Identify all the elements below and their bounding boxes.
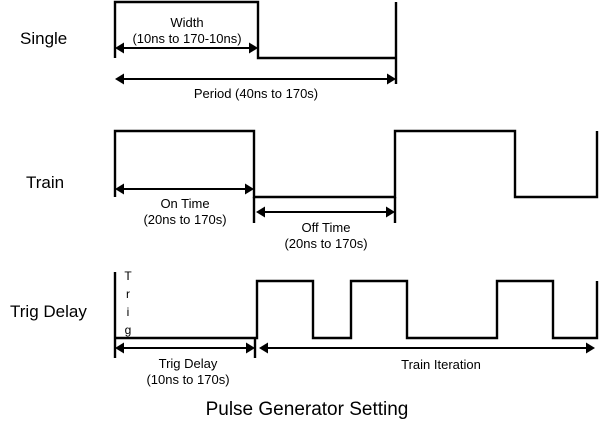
- dimension-arrow-off-time-head-left: [256, 206, 265, 218]
- dimension-range-off-time: (20ns to 170s): [284, 236, 367, 251]
- dimension-arrow-width: [115, 42, 258, 54]
- row-label-train: Train: [26, 173, 64, 192]
- dimension-label-trig-delay-span: Trig Delay: [159, 356, 218, 371]
- dimension-arrow-on-time: [115, 183, 254, 195]
- dimension-range-on-time: (20ns to 170s): [143, 212, 226, 227]
- dimension-arrow-trig-delay-span-head-right: [246, 342, 255, 354]
- dimension-arrow-width-head-right: [249, 42, 258, 54]
- dimension-label-on-time: On Time: [160, 196, 209, 211]
- figure-title: Pulse Generator Setting: [206, 399, 409, 420]
- dimension-arrow-trig-delay-span-head-left: [115, 342, 124, 354]
- trig-label-letter-i: i: [127, 305, 130, 319]
- dimension-arrow-off-time: [256, 206, 395, 218]
- trig-label-letter-g: g: [125, 323, 132, 337]
- dimension-arrow-train-iteration-head-right: [586, 342, 595, 354]
- dimension-label-period: Period (40ns to 170s): [194, 86, 318, 101]
- dimension-arrow-period-head-right: [387, 73, 396, 85]
- dimension-arrow-off-time-head-right: [386, 206, 395, 218]
- waveform-path-trig-delay: [115, 279, 599, 340]
- dimension-arrow-trig-delay-span: [115, 342, 255, 354]
- dimension-arrow-period: [115, 73, 396, 85]
- dimension-label-width: Width: [170, 15, 203, 30]
- dimension-arrow-period-head-left: [115, 73, 124, 85]
- waveform-path-train: [113, 129, 599, 199]
- trig-label-letter-t: T: [124, 269, 132, 283]
- dimension-arrow-width-head-left: [115, 42, 124, 54]
- trig-label-letter-r: r: [126, 287, 130, 301]
- waveform-path-single: [113, 0, 396, 60]
- waveform-row-single: Single Width(10ns to 170-10ns) Period (40n…: [20, 0, 398, 101]
- dimension-arrow-on-time-head-left: [115, 183, 124, 195]
- row-label-single: Single: [20, 29, 67, 48]
- dimension-arrow-on-time-head-right: [245, 183, 254, 195]
- dimension-range-trig-delay-span: (10ns to 170s): [146, 372, 229, 387]
- dimension-arrow-train-iteration: [259, 342, 595, 354]
- dimension-arrow-train-iteration-head-left: [259, 342, 268, 354]
- row-label-trig-delay: Trig Delay: [10, 302, 87, 321]
- dimension-range-width: (10ns to 170-10ns): [132, 31, 241, 46]
- dimension-label-off-time: Off Time: [302, 220, 351, 235]
- dimension-label-train-iteration: Train Iteration: [401, 357, 481, 372]
